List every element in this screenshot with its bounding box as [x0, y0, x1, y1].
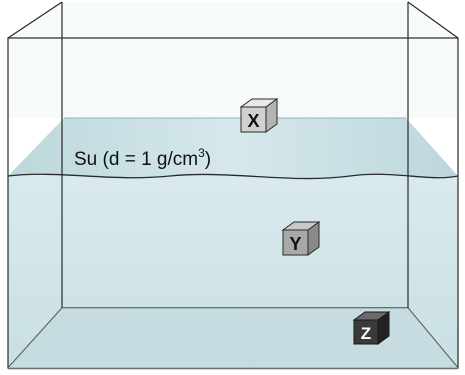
water-surface — [8, 118, 458, 179]
block-z-label: Z — [361, 324, 371, 343]
block-z: Z — [352, 311, 391, 345]
liquid-label: Su (d = 1 g/cm3) — [74, 146, 211, 170]
tank-glass-upper — [8, 2, 458, 118]
block-x: X — [239, 98, 279, 133]
block-y-label: Y — [289, 234, 301, 254]
tank-floor — [8, 308, 458, 368]
block-x-label: X — [247, 111, 259, 131]
block-y: Y — [281, 221, 321, 256]
